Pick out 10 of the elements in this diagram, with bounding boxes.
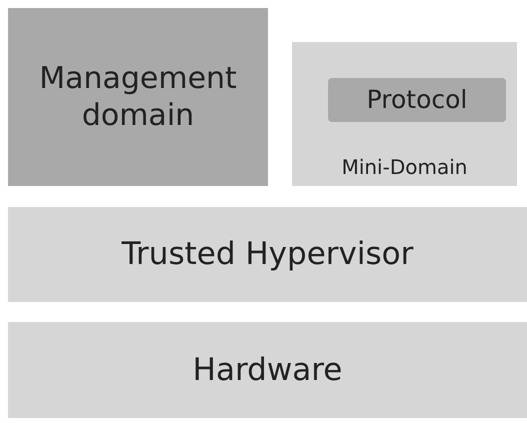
layer-label: Protocol: [366, 84, 468, 116]
layer-label: Trusted Hypervisor: [122, 235, 414, 274]
layer-box: [8, 8, 268, 186]
layer-label: Hardware: [192, 350, 342, 390]
layer-box: [8, 322, 527, 418]
layer-label: Management domain: [38, 60, 238, 134]
inner-box: [328, 78, 506, 122]
layer-box: [292, 42, 517, 186]
layer-label: Mini-Domain: [342, 155, 468, 180]
layer-box: [8, 207, 527, 302]
